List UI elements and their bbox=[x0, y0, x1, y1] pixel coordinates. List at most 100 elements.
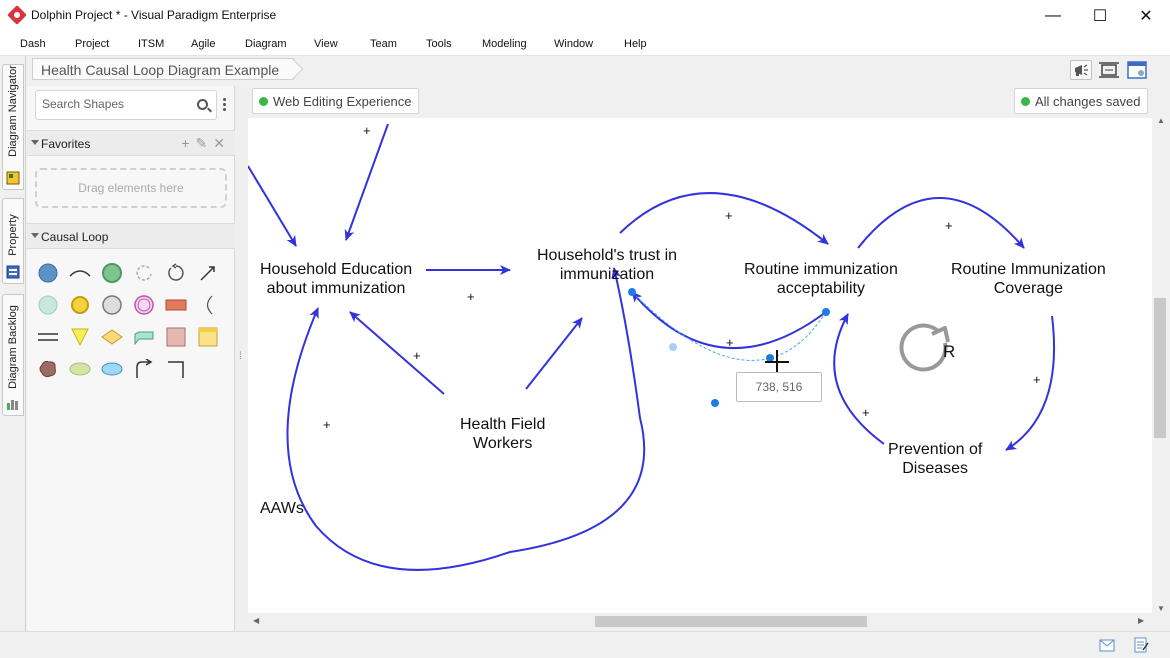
polarity-label: + bbox=[725, 208, 733, 223]
corner-arrow-shape[interactable] bbox=[133, 358, 155, 380]
ellipse-green-shape[interactable] bbox=[69, 358, 91, 380]
search-shapes-box[interactable] bbox=[35, 90, 217, 120]
favorites-dropzone[interactable]: Drag elements here bbox=[35, 168, 227, 208]
line-arrow-shape[interactable] bbox=[197, 262, 219, 284]
node-label-education-line1: Household Education bbox=[260, 261, 413, 278]
scroll-down-icon[interactable]: ▼ bbox=[1157, 604, 1165, 613]
more-options-icon[interactable] bbox=[223, 98, 227, 114]
chevron-down-icon bbox=[31, 233, 39, 238]
megaphone-icon[interactable] bbox=[1070, 60, 1092, 80]
triangle-shape[interactable] bbox=[69, 326, 91, 348]
move-cursor-icon bbox=[765, 350, 789, 374]
node-aaws[interactable]: AAWs bbox=[260, 500, 304, 517]
vertical-scroll-thumb[interactable] bbox=[1154, 298, 1166, 438]
menu-modeling[interactable]: Modeling bbox=[482, 38, 527, 50]
menu-help[interactable]: Help bbox=[624, 38, 647, 50]
grey-circle-shape[interactable] bbox=[101, 294, 123, 316]
node-label-acceptability-line1: Routine immunization bbox=[744, 261, 898, 278]
menu-tools[interactable]: Tools bbox=[426, 38, 452, 50]
splitter-grip-icon: ⁞ bbox=[239, 351, 242, 362]
tab-property[interactable]: Property bbox=[2, 198, 24, 284]
canvas-header: Web Editing Experience All changes saved bbox=[248, 86, 1170, 118]
menu-dash[interactable]: Dash bbox=[20, 38, 46, 50]
search-input[interactable] bbox=[42, 97, 192, 111]
fit-diagram-icon[interactable] bbox=[1098, 60, 1120, 80]
diamond-shape[interactable] bbox=[101, 326, 123, 348]
document-edit-icon[interactable] bbox=[1133, 637, 1149, 653]
rectangle-red-shape[interactable] bbox=[165, 294, 187, 316]
maximize-button[interactable]: ☐ bbox=[1092, 8, 1108, 25]
menu-window[interactable]: Window bbox=[554, 38, 594, 50]
link-coverage-to-prevention bbox=[1005, 315, 1056, 451]
close-icon[interactable]: ✕ bbox=[213, 135, 231, 151]
status-dot-icon bbox=[259, 97, 268, 106]
yellow-circle-shape[interactable] bbox=[69, 294, 91, 316]
node-routine-coverage[interactable]: Routine Immunization Coverage bbox=[951, 260, 1106, 298]
menu-view[interactable]: View bbox=[314, 38, 338, 50]
layout-icon[interactable] bbox=[1126, 60, 1148, 80]
scroll-left-icon[interactable]: ◀ bbox=[253, 616, 260, 625]
tab-diagram-backlog[interactable]: Diagram Backlog bbox=[2, 294, 24, 416]
node-label-prevention-line2: Diseases bbox=[902, 460, 969, 477]
causal-loop-label: Causal Loop bbox=[41, 230, 109, 244]
rectangle-pink-shape[interactable] bbox=[165, 326, 187, 348]
control-point bbox=[822, 308, 830, 316]
loop-arrow-shape[interactable] bbox=[165, 262, 187, 284]
side-tab-strip: Diagram Navigator Property Diagram Backl… bbox=[0, 56, 26, 658]
dashed-loop-shape[interactable] bbox=[133, 262, 155, 284]
control-point bbox=[711, 399, 719, 407]
node-household-trust[interactable]: Household's trust in immunization bbox=[537, 246, 677, 284]
minimize-button[interactable]: — bbox=[1045, 7, 1061, 24]
scroll-up-icon[interactable]: ▲ bbox=[1157, 116, 1165, 125]
polarity-label: + bbox=[1033, 372, 1041, 387]
note-shape[interactable] bbox=[197, 326, 219, 348]
node-health-workers[interactable]: Health Field Workers bbox=[460, 415, 545, 453]
edit-icon[interactable]: ✎ bbox=[195, 135, 214, 151]
breadcrumb[interactable]: Health Causal Loop Diagram Example bbox=[32, 58, 295, 80]
mail-icon[interactable] bbox=[1099, 639, 1115, 652]
horizontal-scrollbar[interactable]: ◀ ▶ bbox=[248, 613, 1152, 631]
bracket-arc-shape[interactable] bbox=[197, 294, 219, 316]
node-label-workers-line1: Health Field bbox=[460, 416, 546, 433]
node-routine-acceptability[interactable]: Routine immunization acceptability bbox=[744, 260, 898, 298]
panel-splitter[interactable]: ⁞ bbox=[236, 86, 246, 631]
polarity-label: + bbox=[323, 417, 331, 432]
search-icon[interactable] bbox=[197, 99, 208, 110]
corner-line-shape[interactable] bbox=[165, 358, 187, 380]
chevron-down-icon bbox=[31, 140, 39, 145]
horizontal-scroll-thumb[interactable] bbox=[595, 616, 867, 627]
causal-loop-header[interactable]: Causal Loop bbox=[27, 223, 235, 249]
link-arc-shape[interactable] bbox=[69, 262, 91, 284]
tab-diagram-navigator[interactable]: Diagram Navigator bbox=[2, 64, 24, 190]
cloud-circle-shape[interactable] bbox=[37, 294, 59, 316]
diagram-canvas[interactable]: Household Education about immunization H… bbox=[248, 118, 1152, 615]
add-icon[interactable]: + bbox=[181, 135, 196, 151]
link-acceptability-to-trust bbox=[631, 291, 827, 350]
variable-circle-shape[interactable] bbox=[37, 262, 59, 284]
node-prevention[interactable]: Prevention of Diseases bbox=[888, 440, 982, 478]
menu-diagram[interactable]: Diagram bbox=[245, 38, 287, 50]
web-editing-pill[interactable]: Web Editing Experience bbox=[252, 88, 419, 114]
close-button[interactable]: ✕ bbox=[1139, 8, 1153, 25]
pink-circle-shape[interactable] bbox=[133, 294, 155, 316]
scroll-right-icon[interactable]: ▶ bbox=[1138, 616, 1145, 625]
menu-agile[interactable]: Agile bbox=[191, 38, 216, 50]
menu-team[interactable]: Team bbox=[370, 38, 397, 50]
favorites-label: Favorites bbox=[41, 137, 91, 151]
node-label-education-line2: about immunization bbox=[266, 280, 406, 297]
node-household-education[interactable]: Household Education about immunization bbox=[260, 260, 412, 298]
favorites-header[interactable]: Favorites +✎✕ bbox=[27, 130, 235, 156]
variable-green-shape[interactable] bbox=[101, 262, 123, 284]
node-label-prevention-line1: Prevention of bbox=[888, 441, 983, 458]
reinforcing-loop-icon bbox=[899, 323, 950, 372]
loop-label-r: R bbox=[943, 342, 956, 361]
double-line-shape[interactable] bbox=[37, 326, 59, 348]
vertical-scrollbar[interactable]: ▲ ▼ bbox=[1152, 116, 1170, 615]
menu-project[interactable]: Project bbox=[75, 38, 110, 50]
link-acceptability-to-coverage bbox=[857, 197, 1025, 249]
ellipse-blue-shape[interactable] bbox=[101, 358, 123, 380]
menu-itsm[interactable]: ITSM bbox=[138, 38, 165, 50]
flag-shape[interactable] bbox=[133, 326, 155, 348]
blob-shape[interactable] bbox=[37, 358, 59, 380]
control-point bbox=[628, 288, 636, 296]
